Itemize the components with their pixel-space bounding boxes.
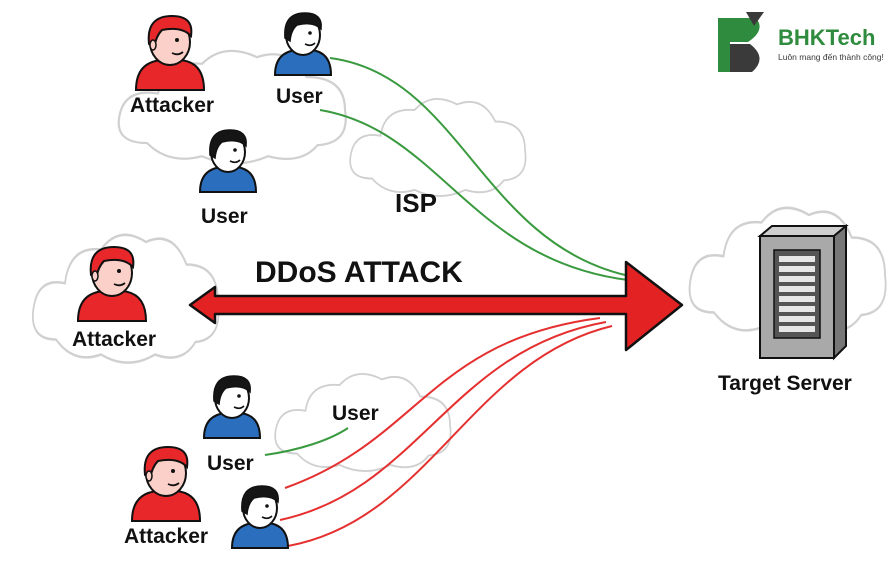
logo-title: BHKTech xyxy=(778,25,875,50)
red-link-2 xyxy=(279,321,607,521)
attacker-label-2: Attacker xyxy=(72,328,156,351)
logo-tagline: Luôn mang đến thành công! xyxy=(778,52,884,62)
user-label-4: User xyxy=(207,452,254,475)
user-label-1: User xyxy=(276,85,323,108)
green-links xyxy=(264,57,629,456)
double-headed-arrow-icon xyxy=(188,260,684,352)
user-person-icon xyxy=(231,485,289,549)
ddos-arrow xyxy=(188,260,684,352)
green-link-2 xyxy=(319,109,629,281)
attacker-label-3: Attacker xyxy=(124,525,208,548)
attacker-person-icon xyxy=(135,15,205,91)
server-tower-icon xyxy=(757,223,849,361)
cloud-icon xyxy=(349,97,527,198)
user-label-2: User xyxy=(201,205,248,228)
attacker-label-1: Attacker xyxy=(130,94,214,117)
ddos-attack-label: DDoS ATTACK xyxy=(255,256,463,289)
red-link-3 xyxy=(287,325,613,547)
red-links xyxy=(279,317,613,547)
isp-label: ISP xyxy=(395,188,437,218)
green-link-3 xyxy=(264,427,349,456)
red-link-1 xyxy=(284,317,601,489)
attacker-person-icon xyxy=(131,446,201,522)
logo-mark-icon xyxy=(718,12,764,72)
user-person-icon xyxy=(203,375,261,439)
logo: BHKTech Luôn mang đến thành công! xyxy=(718,12,884,72)
target-server-label: Target Server xyxy=(718,372,852,395)
user-person-icon xyxy=(274,12,332,76)
green-link-1 xyxy=(329,57,626,276)
cloud-isp xyxy=(349,97,527,198)
user-label-3: User xyxy=(332,402,379,425)
